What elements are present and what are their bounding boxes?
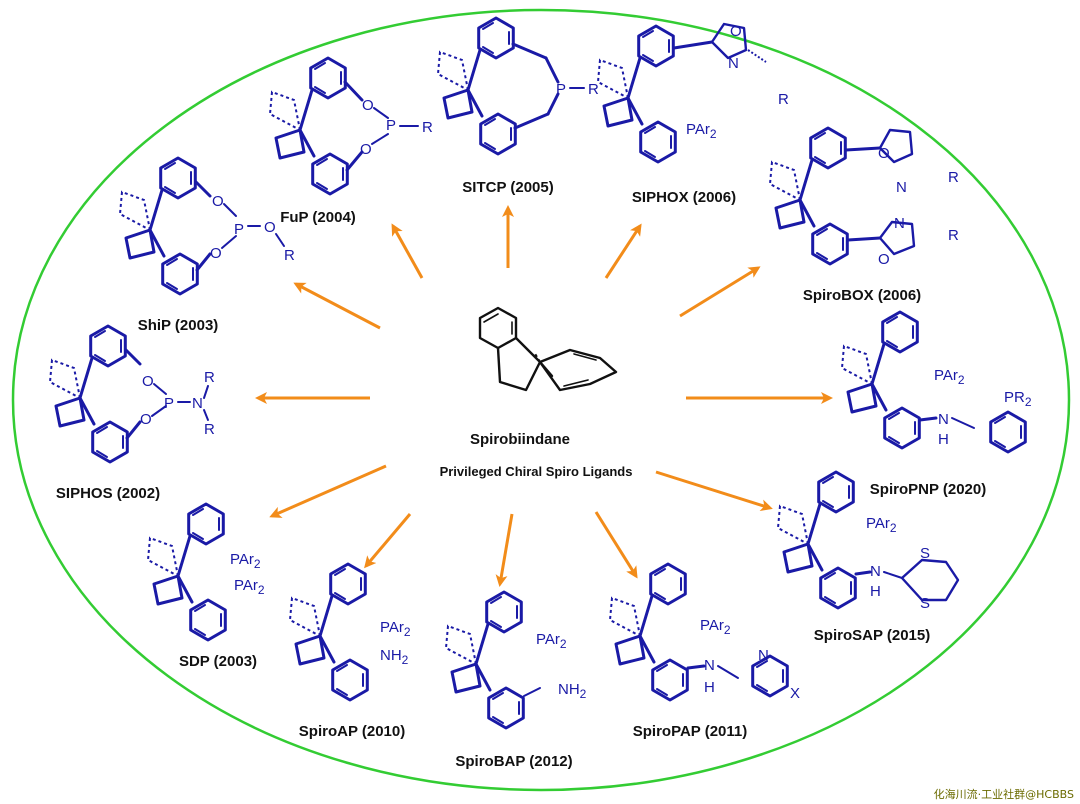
svg-text:N: N xyxy=(870,563,881,580)
arrow-to-spirosap xyxy=(655,470,773,512)
svg-text:PAr2: PAr2 xyxy=(700,617,731,637)
arrow-to-siphox xyxy=(604,223,642,279)
ship-label: ShiP (2003) xyxy=(138,317,219,334)
spiropnp-label: SpiroPNP (2020) xyxy=(870,481,986,498)
svg-text:NH2: NH2 xyxy=(558,681,587,701)
sitcp-structure: P R xyxy=(438,18,599,154)
svg-text:O: O xyxy=(730,23,742,40)
svg-text:O: O xyxy=(212,193,224,210)
siphos-structure: O O P N R R xyxy=(50,326,215,462)
svg-text:P: P xyxy=(386,117,396,134)
arrow-to-spiroap xyxy=(364,513,412,569)
spiropap-label: SpiroPAP (2011) xyxy=(633,723,748,740)
svg-text:N: N xyxy=(938,411,949,428)
svg-text:PAr2: PAr2 xyxy=(686,121,717,141)
svg-text:H: H xyxy=(870,583,881,600)
sitcp-label: SITCP (2005) xyxy=(462,179,553,196)
center-title: Spirobiindane xyxy=(470,431,570,448)
center-structure xyxy=(478,306,618,392)
svg-text:R: R xyxy=(204,369,215,386)
svg-text:R: R xyxy=(778,91,789,108)
spiroap-label: SpiroAP (2010) xyxy=(299,723,405,740)
arrow-to-spiropap xyxy=(594,511,638,579)
svg-text:PR2: PR2 xyxy=(1004,389,1032,409)
svg-text:O: O xyxy=(878,251,890,268)
svg-text:O: O xyxy=(878,145,890,162)
arrows xyxy=(255,205,833,587)
watermark: 化海川流·工业社群@HCBBS xyxy=(934,787,1074,801)
svg-text:N: N xyxy=(896,179,907,196)
svg-text:R: R xyxy=(588,81,599,98)
svg-text:R: R xyxy=(948,227,959,244)
svg-text:N: N xyxy=(704,657,715,674)
spirosap-label: SpiroSAP (2015) xyxy=(814,627,930,644)
svg-text:N: N xyxy=(192,395,203,412)
svg-text:O: O xyxy=(210,245,222,262)
spirobap-structure: PAr2 NH2 xyxy=(446,592,587,728)
svg-text:S: S xyxy=(920,595,930,612)
svg-text:PAr2: PAr2 xyxy=(866,515,897,535)
svg-text:NH2: NH2 xyxy=(380,647,409,667)
svg-text:R: R xyxy=(284,247,295,264)
svg-text:O: O xyxy=(142,373,154,390)
siphos-label: SIPHOS (2002) xyxy=(56,485,160,502)
spirosap-structure: PAr2 N H S S xyxy=(778,472,960,612)
sdp-structure: PAr2 PAr2 xyxy=(148,504,265,640)
spirobox-structure: O N R N O R xyxy=(770,128,959,268)
siphox-structure: O N R PAr2 xyxy=(598,22,789,162)
ship-structure: O O P O R xyxy=(120,158,295,294)
spirobap-label: SpiroBAP (2012) xyxy=(455,753,572,770)
svg-text:H: H xyxy=(938,431,949,448)
arrow-to-shiP xyxy=(293,282,381,330)
spirobox-label: SpiroBOX (2006) xyxy=(803,287,921,304)
svg-text:X: X xyxy=(790,685,800,702)
svg-text:PAr2: PAr2 xyxy=(380,619,411,639)
svg-text:P: P xyxy=(234,221,244,238)
svg-text:O: O xyxy=(362,97,374,114)
svg-text:R: R xyxy=(948,169,959,186)
spiropap-structure: PAr2 N H N X xyxy=(610,564,800,702)
svg-text:R: R xyxy=(204,421,215,438)
fup-label: FuP (2004) xyxy=(280,209,356,226)
boundary-ellipse xyxy=(11,8,1071,792)
svg-text:H: H xyxy=(704,679,715,696)
svg-text:PAr2: PAr2 xyxy=(234,577,265,597)
svg-text:O: O xyxy=(360,141,372,158)
svg-text:PAr2: PAr2 xyxy=(934,367,965,387)
sdp-label: SDP (2003) xyxy=(179,653,257,670)
svg-text:N: N xyxy=(894,215,905,232)
svg-text:PAr2: PAr2 xyxy=(230,551,261,571)
arrow-to-spirobox xyxy=(679,266,761,318)
svg-text:PAr2: PAr2 xyxy=(536,631,567,651)
spiroap-structure: PAr2 NH2 xyxy=(290,564,411,700)
arrow-to-sdp xyxy=(269,464,387,518)
svg-text:O: O xyxy=(140,411,152,428)
siphox-label: SIPHOX (2006) xyxy=(632,189,736,206)
center-subtitle: Privileged Chiral Spiro Ligands xyxy=(440,464,633,479)
svg-text:N: N xyxy=(728,55,739,72)
svg-text:S: S xyxy=(920,545,930,562)
svg-text:N: N xyxy=(758,647,769,664)
svg-text:R: R xyxy=(422,119,433,136)
arrow-to-spirobap xyxy=(495,513,514,587)
arrow-to-fup xyxy=(391,223,424,279)
spiropnp-structure: PAr2 N H PR2 xyxy=(842,312,1032,454)
svg-text:O: O xyxy=(264,219,276,236)
fup-structure: O O P R xyxy=(270,58,433,194)
svg-text:P: P xyxy=(164,395,174,412)
svg-text:P: P xyxy=(556,81,566,98)
